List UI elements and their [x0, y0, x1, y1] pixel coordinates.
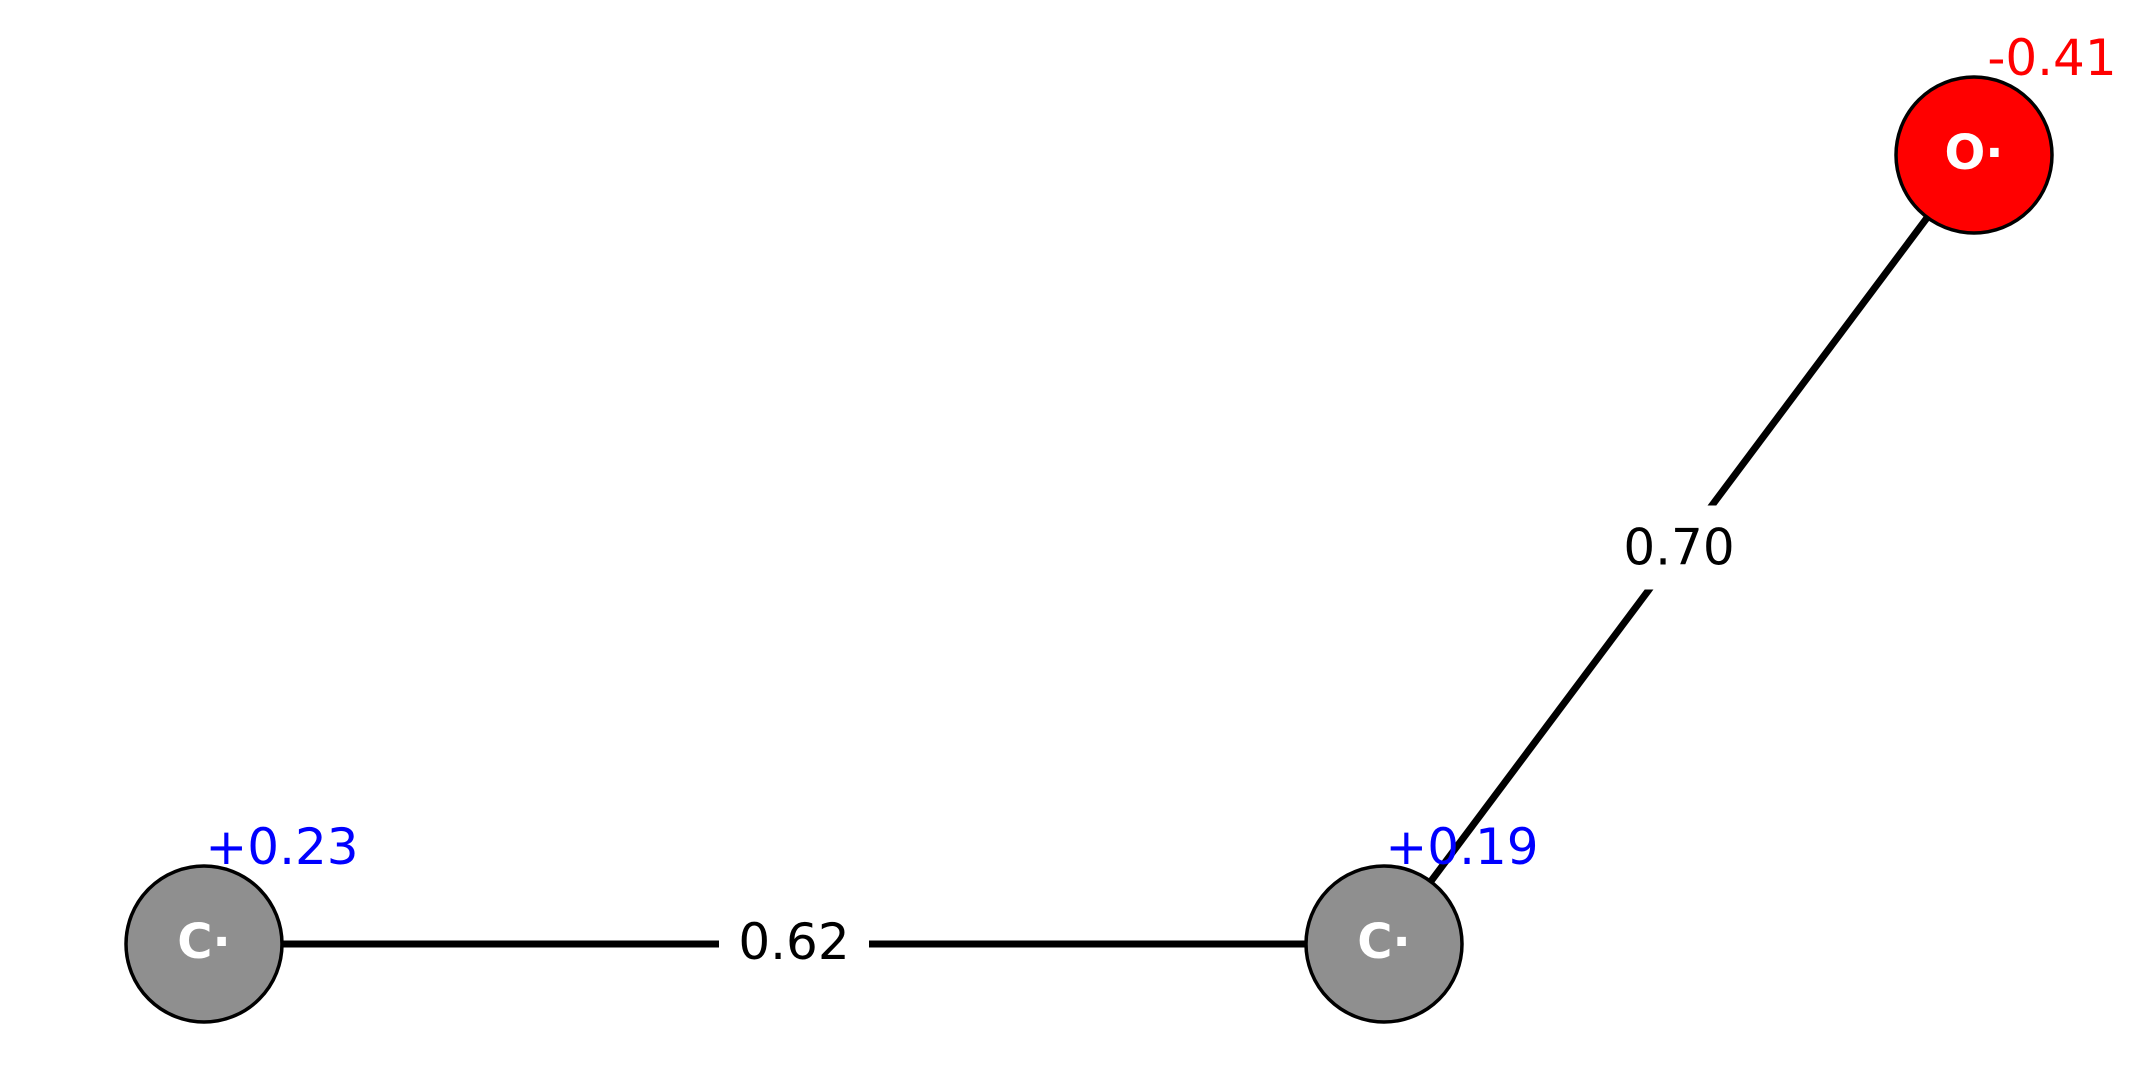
bond-label-background	[719, 900, 869, 984]
bond-c2-o1: 0.70	[1381, 152, 1977, 947]
atom-node	[1304, 864, 1464, 1024]
atom-charge-label: +0.23	[205, 818, 358, 876]
atom-symbol: C·	[1357, 914, 1410, 970]
bonds-layer: 0.62 0.70	[204, 152, 1977, 984]
bond-c1-c2: 0.62	[204, 900, 1384, 984]
atom-symbol: O·	[1944, 125, 2003, 181]
atom-o1: O· -0.41	[1894, 29, 2117, 235]
atom-c2: C· +0.19	[1304, 818, 1539, 1024]
bond-order-label: 0.62	[738, 913, 849, 971]
atom-node	[1894, 75, 2054, 235]
atom-charge-label: +0.19	[1385, 818, 1538, 876]
bond-label-background	[1604, 505, 1754, 590]
atom-node	[124, 864, 284, 1024]
atom-symbol: C·	[177, 914, 230, 970]
atom-c1: C· +0.23	[124, 818, 359, 1024]
atoms-layer: C· +0.23C· +0.19 O· -0.41	[124, 29, 2117, 1024]
atom-charge-label: -0.41	[1987, 29, 2116, 87]
bond-order-label: 0.70	[1623, 519, 1734, 577]
